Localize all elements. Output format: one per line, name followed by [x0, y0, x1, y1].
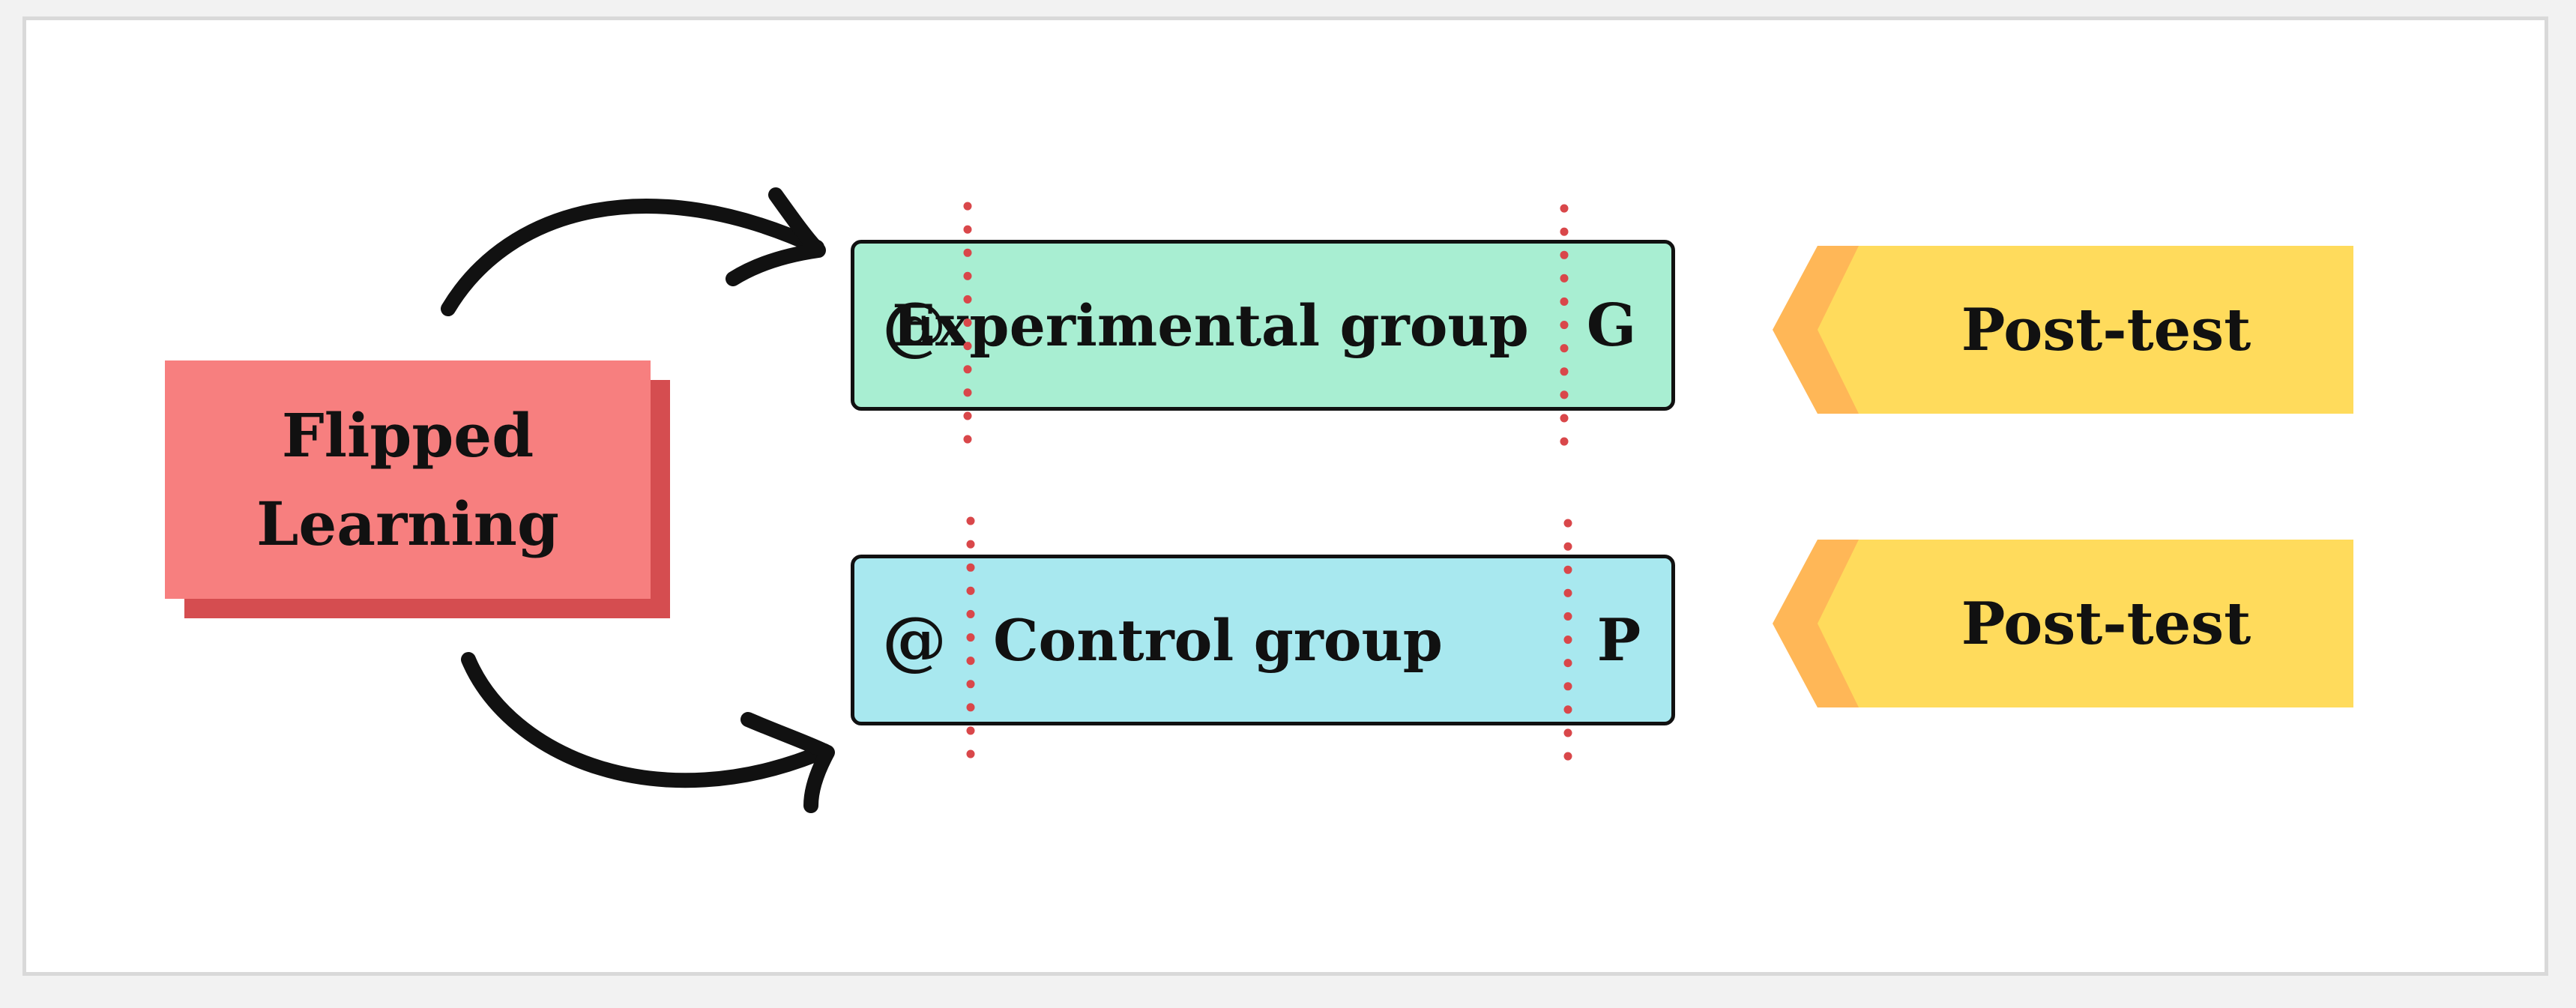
control-group-box: @ Control group P: [851, 555, 1675, 725]
experimental-prefix: @: [882, 287, 947, 363]
control-group-label: Control group: [993, 606, 1443, 674]
flipped-learning-node: Flipped Learning: [165, 360, 651, 599]
flipped-learning-line1: Flipped: [281, 400, 534, 471]
experimental-group-box: @ Experimental group G: [851, 240, 1675, 411]
flipped-learning-line2: Learning: [256, 489, 559, 559]
control-prefix: @: [882, 602, 947, 678]
post-test-label-1: Post-test: [1961, 295, 2251, 364]
control-suffix: P: [1596, 606, 1641, 674]
post-test-label-2: Post-test: [1961, 589, 2251, 658]
experimental-suffix: G: [1586, 291, 1637, 360]
experimental-group-label: Experimental group: [892, 292, 1529, 359]
